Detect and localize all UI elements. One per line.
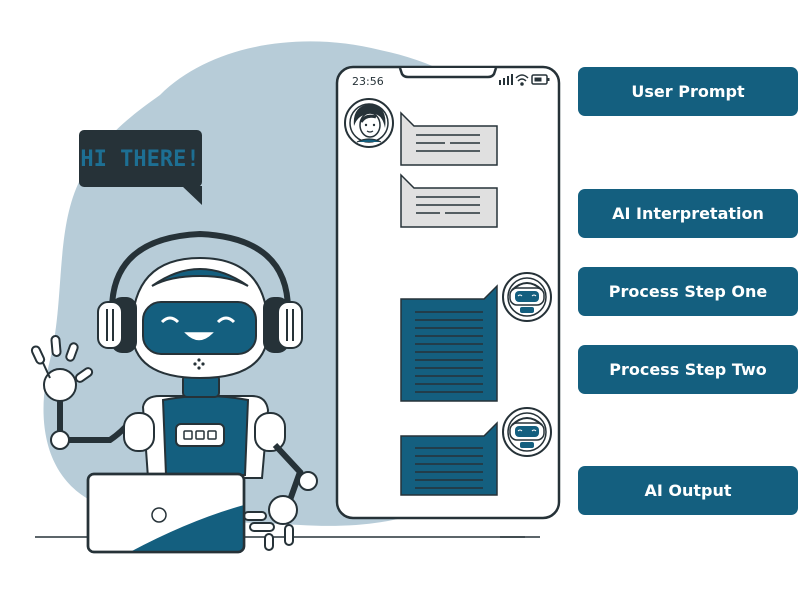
user-avatar bbox=[344, 98, 394, 148]
step-label: AI Interpretation bbox=[612, 204, 764, 223]
speech-bubble-text: HI THERE! bbox=[80, 147, 199, 172]
bot-message-bubble bbox=[400, 284, 498, 402]
signal-icon bbox=[499, 74, 513, 85]
headphone-left-cup bbox=[97, 297, 137, 353]
robot-visor bbox=[142, 301, 257, 355]
step-process-step-two[interactable]: Process Step Two bbox=[578, 345, 798, 394]
step-user-prompt[interactable]: User Prompt bbox=[578, 67, 798, 116]
step-label: AI Output bbox=[644, 481, 732, 500]
phone-notch bbox=[398, 67, 498, 79]
battery-icon bbox=[531, 74, 550, 85]
laptop-logo bbox=[151, 507, 167, 523]
speech-bubble: HI THERE! bbox=[79, 130, 202, 205]
headphone-right-cup bbox=[263, 297, 303, 353]
robot bbox=[30, 230, 318, 551]
step-label: Process Step One bbox=[608, 282, 768, 301]
chest-panel bbox=[175, 423, 225, 447]
step-ai-output[interactable]: AI Output bbox=[578, 466, 798, 515]
bot-avatar bbox=[502, 272, 552, 322]
status-time: 23:56 bbox=[352, 75, 384, 88]
bot-avatar bbox=[502, 407, 552, 457]
user-message-bubble bbox=[400, 111, 498, 166]
robot-right-hand bbox=[243, 495, 298, 551]
wifi-icon bbox=[515, 74, 529, 86]
step-label: User Prompt bbox=[631, 82, 745, 101]
robot-right-arm bbox=[272, 442, 304, 502]
step-ai-interpretation[interactable]: AI Interpretation bbox=[578, 189, 798, 238]
phone: 23:56 bbox=[335, 65, 561, 520]
robot-left-hand bbox=[30, 335, 94, 402]
step-process-step-one[interactable]: Process Step One bbox=[578, 267, 798, 316]
user-message-bubble bbox=[400, 173, 498, 228]
phone-body bbox=[335, 65, 561, 520]
headphone-band bbox=[109, 230, 291, 311]
laptop bbox=[86, 472, 246, 554]
bot-message-bubble bbox=[400, 421, 498, 496]
step-label: Process Step Two bbox=[609, 360, 767, 379]
